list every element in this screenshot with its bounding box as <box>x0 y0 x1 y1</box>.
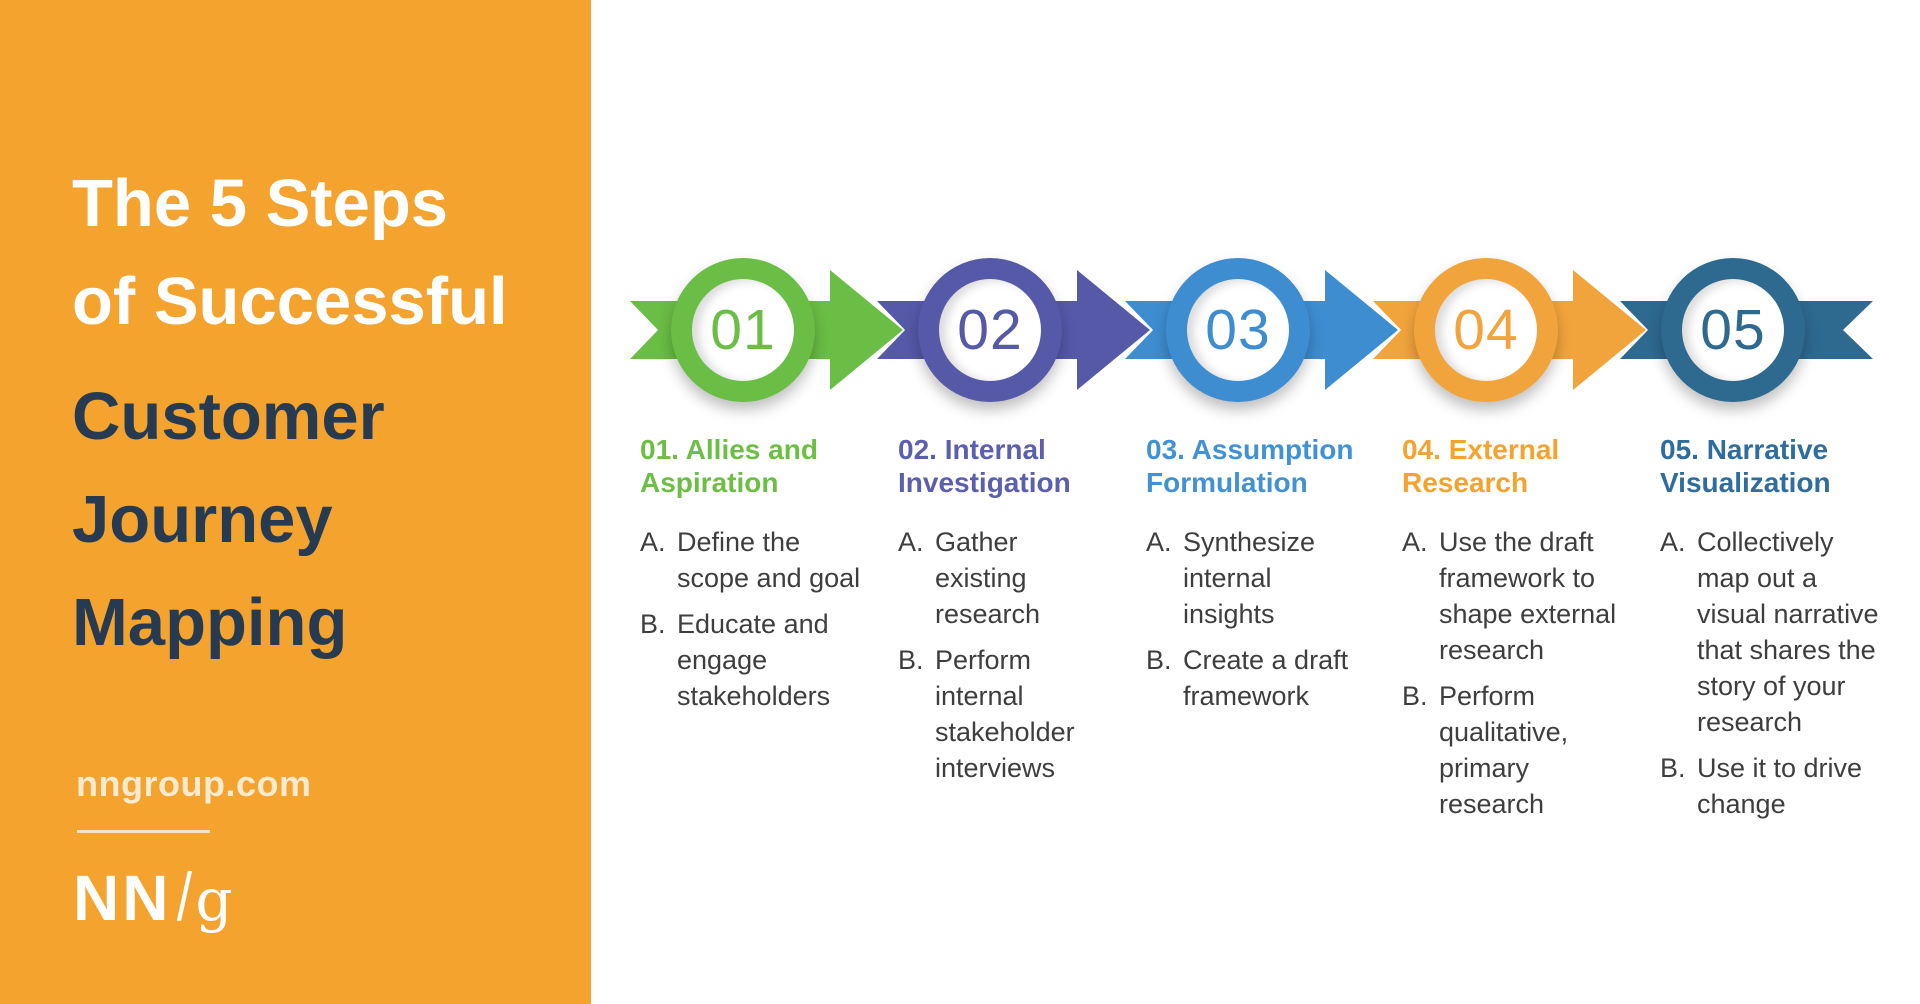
step-number: 01 <box>710 298 776 362</box>
step-item-a-label: A. <box>1146 527 1172 557</box>
step-item-a: A. Gather existing research <box>898 524 1148 632</box>
step-item-a-label: A. <box>640 527 666 557</box>
step-items: A. Use the draft framework to shape exte… <box>1402 524 1652 822</box>
step-item-b-text: Perform qualitative, primary research <box>1439 681 1569 819</box>
step-item-a-text: Synthesize internal insights <box>1183 527 1316 629</box>
step-item-b-label: B. <box>1146 645 1172 675</box>
website-text: nngroup.com <box>76 763 312 804</box>
step-heading: 02. Internal Investigation <box>898 434 1071 498</box>
step-item-a: A. Synthesize internal insights <box>1146 524 1396 632</box>
nng-logo-g: g <box>195 866 233 934</box>
step-column: 02. Internal Investigation A. Gather exi… <box>898 433 1148 796</box>
step-item-b-text: Create a draft framework <box>1183 645 1349 711</box>
step-item-a: A. Use the draft framework to shape exte… <box>1402 524 1652 668</box>
step-item-a: A. Define the scope and goal <box>640 524 890 596</box>
step-column: 04. External Research A. Use the draft f… <box>1402 433 1652 832</box>
step-item-b: B. Use it to drive change <box>1660 750 1910 822</box>
step-item-a: A. Collectively map out a visual narrati… <box>1660 524 1910 740</box>
step-number: 04 <box>1453 298 1519 362</box>
step-circle: 05 <box>1661 258 1805 402</box>
step-item-a-label: A. <box>898 527 924 557</box>
step-number: 05 <box>1700 298 1766 362</box>
step-circle: 03 <box>1166 258 1310 402</box>
step-items: A. Collectively map out a visual narrati… <box>1660 524 1910 822</box>
step-column: 01. Allies and Aspiration A. Define the … <box>640 433 890 724</box>
step-circle-inner: 04 <box>1435 279 1537 381</box>
step-item-b-label: B. <box>1660 753 1686 783</box>
step-item-b: B. Perform qualitative, primary research <box>1402 678 1652 822</box>
nng-logo-nn: NN <box>73 862 172 934</box>
step-circle-inner: 01 <box>692 279 794 381</box>
step-item-a-text: Gather existing research <box>935 527 1041 629</box>
nng-logo-slash: / <box>177 859 193 935</box>
step-item-a-text: Use the draft framework to shape externa… <box>1439 527 1617 665</box>
step-heading: 05. Narrative Visualization <box>1660 434 1831 498</box>
step-item-a-label: A. <box>1660 527 1686 557</box>
step-circle-inner: 03 <box>1187 279 1289 381</box>
nng-logo: NN / g <box>73 858 232 936</box>
step-item-a-label: A. <box>1402 527 1428 557</box>
step-circle-inner: 05 <box>1682 279 1784 381</box>
step-column: 03. Assumption Formulation A. Synthesize… <box>1146 433 1396 724</box>
step-item-a-text: Collectively map out a visual narrative … <box>1697 527 1879 737</box>
sidebar-panel: The 5 Steps of Successful Customer Journ… <box>0 0 591 1004</box>
step-items: A. Synthesize internal insights B. Creat… <box>1146 524 1396 714</box>
step-circle: 02 <box>918 258 1062 402</box>
step-heading: 04. External Research <box>1402 434 1560 498</box>
step-heading: 01. Allies and Aspiration <box>640 434 818 498</box>
page-title-dark: Customer Journey Mapping <box>72 378 385 660</box>
step-circle: 01 <box>671 258 815 402</box>
step-circle-inner: 02 <box>939 279 1041 381</box>
page-title-light: The 5 Steps of Successful <box>72 165 508 339</box>
step-item-b-text: Perform internal stakeholder interviews <box>935 645 1075 783</box>
arrow-right-icon <box>1325 270 1398 390</box>
step-item-b-label: B. <box>1402 681 1428 711</box>
step-number: 03 <box>1205 298 1271 362</box>
divider-line <box>77 830 210 833</box>
arrow-right-icon <box>1573 270 1646 390</box>
step-item-b-text: Educate and engage stakeholders <box>677 609 831 711</box>
step-item-b-text: Use it to drive change <box>1697 753 1863 819</box>
step-item-b-label: B. <box>898 645 924 675</box>
step-number: 02 <box>957 298 1023 362</box>
step-column: 05. Narrative Visualization A. Collectiv… <box>1660 433 1910 832</box>
step-items: A. Define the scope and goal B. Educate … <box>640 524 890 714</box>
step-item-b-label: B. <box>640 609 666 639</box>
arrow-right-icon <box>1077 270 1150 390</box>
step-items: A. Gather existing research B. Perform i… <box>898 524 1148 786</box>
step-heading: 03. Assumption Formulation <box>1146 434 1354 498</box>
arrow-right-icon <box>830 270 903 390</box>
step-item-b: B. Educate and engage stakeholders <box>640 606 890 714</box>
step-item-b: B. Create a draft framework <box>1146 642 1396 714</box>
step-circle: 04 <box>1414 258 1558 402</box>
step-item-b: B. Perform internal stakeholder intervie… <box>898 642 1148 786</box>
step-item-a-text: Define the scope and goal <box>677 527 861 593</box>
